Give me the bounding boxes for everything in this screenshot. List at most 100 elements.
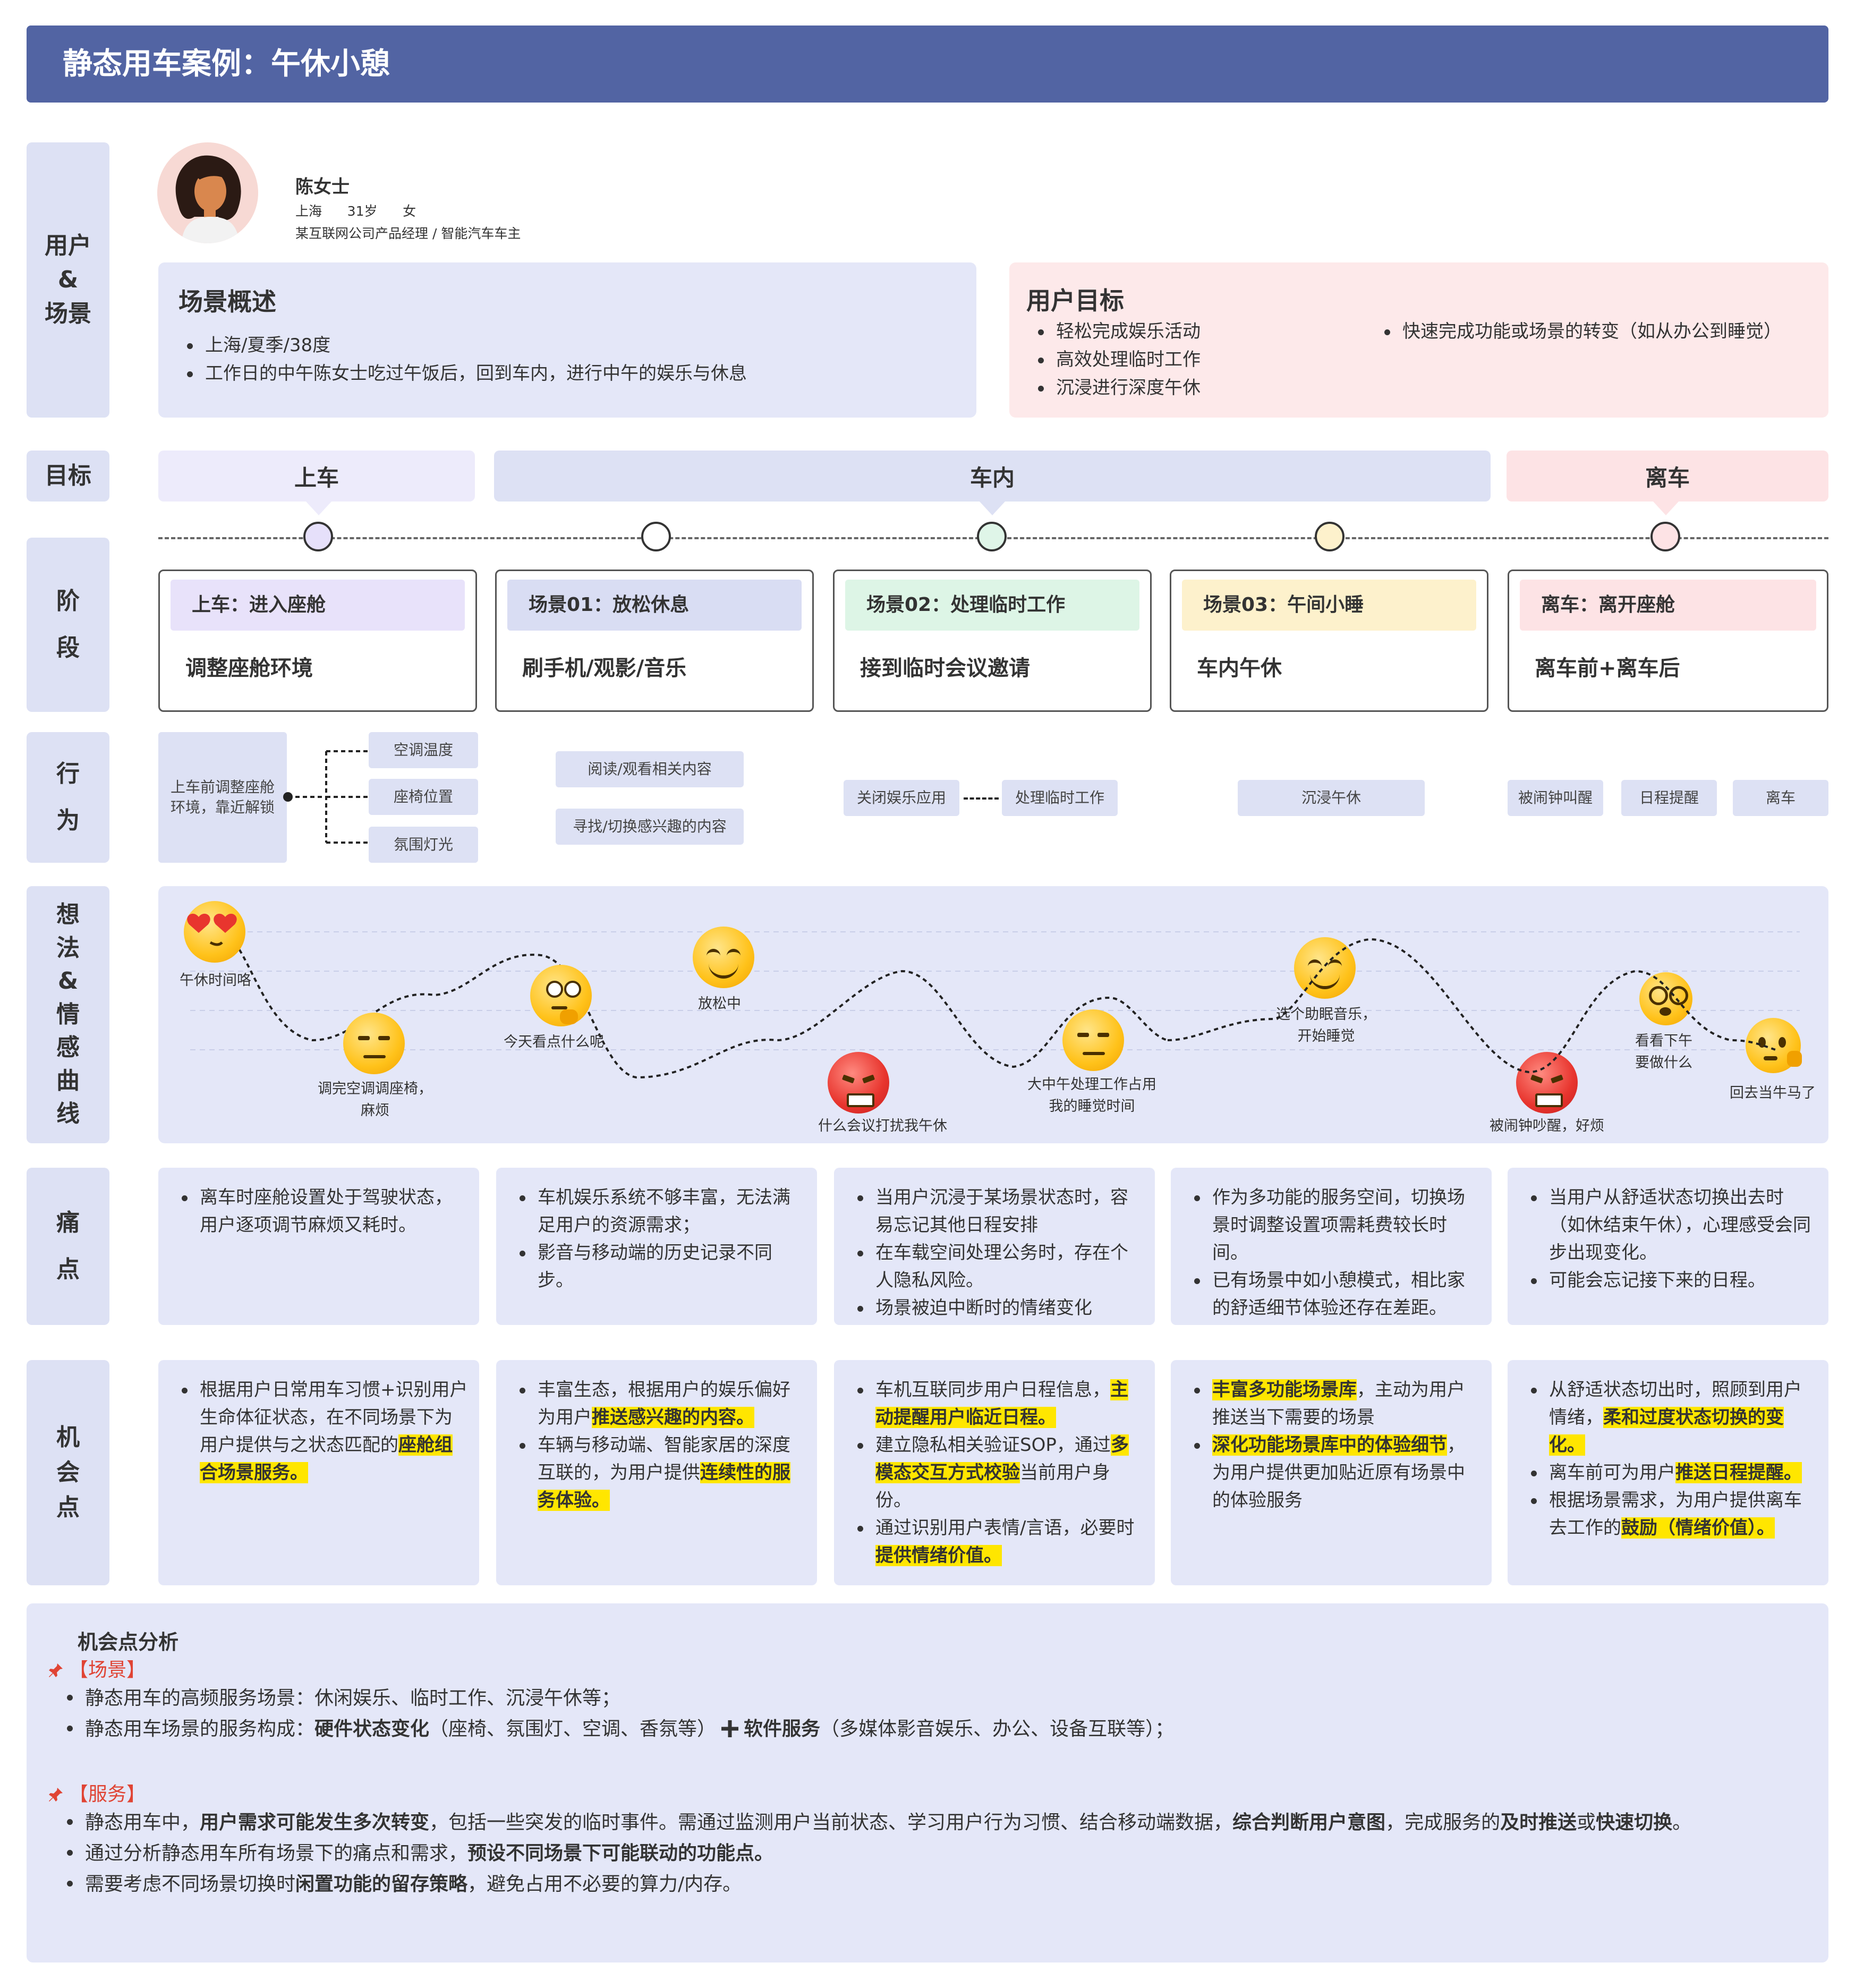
pain-item: 影音与移动端的历史记录不同步。 [520, 1239, 806, 1294]
emotion-curve-path [216, 928, 1168, 1079]
opportunity-item: 根据场景需求，为用户提供离车去工作的鼓励（情绪价值）。 [1531, 1486, 1818, 1542]
opp-highlight: 提供情绪价值。 [875, 1545, 1002, 1566]
opp-text: 车机互联同步用户日程信息， [875, 1379, 1110, 1400]
user-goal-item: 高效处理临时工作 [1038, 346, 1201, 374]
pain-list: 当用户从舒适状态切换出去时（如休结束午休），心理感受会同步出现变化。可能会忘记接… [1524, 1184, 1818, 1294]
opportunity-item: 车机互联同步用户日程信息，主动提醒用户临近日程。 [857, 1376, 1144, 1431]
analysis-bold: 闲置功能的留存策略 [295, 1873, 468, 1895]
row-label-emotion-text: 想 法 & 情 感 曲 线 [56, 901, 80, 1128]
page-title: 静态用车案例：午休小憩 [63, 47, 390, 81]
opportunity-list: 丰富生态，根据用户的娱乐偏好为用户推送感兴趣的内容。 车辆与移动端、智能家居的深… [512, 1376, 806, 1514]
row-label-pain-text: 痛 点 [56, 1209, 80, 1283]
behavior-text: 阅读/观看相关内容 [588, 760, 712, 778]
opportunity-list: 根据用户日常用车习惯+识别用户生命体征状态，在不同场景下为用户提供与之状态匹配的… [174, 1376, 469, 1486]
behavior-text: 关闭娱乐应用 [856, 789, 946, 807]
analysis-bold: 软件服务 [744, 1718, 821, 1740]
behavior-text: 上车前调整座舱环境，靠近解锁 [170, 778, 275, 816]
row-label-goal-text: 目标 [45, 462, 91, 490]
emoji-love-icon [184, 901, 245, 963]
opportunity-card: 根据用户日常用车习惯+识别用户生命体征状态，在不同场景下为用户提供与之状态匹配的… [158, 1360, 479, 1585]
opportunity-card: 丰富多功能场景库，主动为用户推送当下需要的场景 深化功能场景库中的体验细节，为用… [1171, 1360, 1492, 1585]
stage-header: 场景01：放松休息 [507, 580, 802, 631]
emotion-curve-right-icon [1167, 938, 1779, 1074]
emotion-curve-chart [190, 928, 1800, 1079]
opp-highlight: 推送日程提醒。 [1675, 1462, 1802, 1483]
stage-card-scene01: 场景01：放松休息 刷手机/观影/音乐 [495, 570, 814, 712]
behavior-tag: 被闹钟叫醒 [1508, 780, 1603, 816]
opportunity-item: 丰富多功能场景库，主动为用户推送当下需要的场景 [1194, 1376, 1481, 1431]
pain-list: 离车时座舱设置处于驾驶状态，用户逐项调节麻烦又耗时。 [174, 1184, 469, 1239]
emoji-thinking-icon [530, 965, 592, 1026]
behavior-tag: 寻找/切换感兴趣的内容 [556, 809, 744, 845]
analysis-item: 静态用车的高频服务场景：休闲娱乐、临时工作、沉浸午休等； [66, 1683, 1174, 1714]
analysis-text: 。 [1672, 1812, 1692, 1833]
row-label-stage: 阶 段 [27, 538, 109, 712]
analysis-scene-list: 静态用车的高频服务场景：休闲娱乐、临时工作、沉浸午休等； 静态用车场景的服务构成… [59, 1683, 1174, 1745]
opportunity-list: 从舒适状态切出时，照顾到用户情绪，柔和过度状态切换的变化。 离车前可为用户推送日… [1524, 1376, 1818, 1542]
stage-header: 离车：离开座舱 [1520, 580, 1816, 631]
behavior-connector-icon [283, 750, 369, 844]
opportunity-list: 车机互联同步用户日程信息，主动提醒用户临近日程。 建立隐私相关验证SOP，通过多… [850, 1376, 1144, 1569]
analysis-text: （座椅、氛围灯、空调、香氛等） [429, 1718, 717, 1740]
goal-in-car-label: 车内 [969, 464, 1015, 491]
behavior-text: 日程提醒 [1639, 789, 1699, 807]
pain-list: 车机娱乐系统不够丰富，无法满足用户的资源需求；影音与移动端的历史记录不同步。 [512, 1184, 806, 1294]
row-label-behavior: 行 为 [27, 732, 109, 863]
behavior-tag: 离车 [1733, 780, 1828, 816]
opp-text: 通过识别用户表情/言语，必要时 [875, 1517, 1135, 1539]
opp-highlight: 推送感兴趣的内容。 [592, 1407, 754, 1428]
emotion-label: 什么会议打扰我午休 [818, 1118, 947, 1134]
emotion-label: 回去当牛马了 [1730, 1085, 1816, 1101]
scene-item: 工作日的中午陈女士吃过午饭后，回到车内，进行中午的娱乐与休息 [187, 360, 747, 388]
page-header: 静态用车案例：午休小憩 [27, 26, 1828, 103]
analysis-bold: 及时推送 [1500, 1812, 1577, 1833]
analysis-bold: 综合判断用户意图 [1232, 1812, 1386, 1833]
opp-text: 当前用户身份。 [875, 1462, 1110, 1511]
goal-pointer [306, 502, 331, 515]
pain-card: 离车时座舱设置处于驾驶状态，用户逐项调节麻烦又耗时。 [158, 1168, 479, 1325]
analysis-scene-tag: 【场景】 [69, 1659, 146, 1681]
behavior-tag: 关闭娱乐应用 [844, 780, 959, 816]
goal-leaving: 离车 [1507, 451, 1828, 502]
opp-text: 建立隐私相关验证SOP，通过 [875, 1434, 1111, 1456]
user-goal-list-2: 快速完成功能或场景的转变（如从办公到睡觉） [1377, 318, 1782, 346]
opportunity-item: 离车前可为用户推送日程提醒。 [1531, 1459, 1818, 1486]
goal-boarding: 上车 [158, 451, 475, 502]
user-goal-item: 快速完成功能或场景的转变（如从办公到睡觉） [1384, 318, 1782, 346]
opportunity-item: 车辆与移动端、智能家居的深度互联的，为用户提供连续性的服务体验。 [520, 1431, 806, 1514]
analysis-scene-heading: 【场景】 [48, 1654, 146, 1682]
pain-list: 当用户沉浸于某场景状态时，容易忘记其他日程安排在车载空间处理公务时，存在个人隐私… [850, 1184, 1144, 1322]
row-label-emotion: 想 法 & 情 感 曲 线 [27, 886, 109, 1143]
behavior-tag: 座椅位置 [369, 779, 478, 815]
stage-body: 刷手机/观影/音乐 [522, 656, 687, 681]
emotion-label: 看看下午 要做什么 [1635, 1033, 1692, 1071]
analysis-service-heading: 【服务】 [48, 1779, 146, 1806]
behavior-text: 氛围灯光 [393, 836, 453, 854]
analysis-item: 需要考虑不同场景切换时闲置功能的留存策略，避免占用不必要的算力/内存。 [67, 1869, 1822, 1900]
pain-card: 当用户从舒适状态切换出去时（如休结束午休），心理感受会同步出现变化。可能会忘记接… [1508, 1168, 1828, 1325]
pain-item: 作为多功能的服务空间，切换场景时调整设置项需耗费较长时间。 [1194, 1184, 1481, 1267]
behavior-tag: 日程提醒 [1621, 780, 1717, 816]
behavior-text: 寻找/切换感兴趣的内容 [573, 818, 727, 836]
user-goal-panel: 用户目标 轻松完成娱乐活动 高效处理临时工作 沉浸进行深度午休 快速完成功能或场… [1009, 262, 1828, 418]
emoji-sweat-icon [1746, 1018, 1802, 1073]
persona-name: 陈女士 [295, 176, 350, 198]
pain-list: 作为多功能的服务空间，切换场景时调整设置项需耗费较长时间。已有场景中如小憩模式，… [1187, 1184, 1481, 1322]
persona-details: 上海 31岁 女 [295, 203, 416, 219]
scene-overview-panel: 场景概述 上海/夏季/38度 工作日的中午陈女士吃过午饭后，回到车内，进行中午的… [158, 262, 976, 418]
opp-text: 离车前可为用户 [1549, 1462, 1675, 1483]
row-label-pain: 痛 点 [27, 1168, 109, 1325]
emotion-label: 今天看点什么呢 [504, 1034, 604, 1050]
emotion-curve-path-right [1167, 938, 1779, 1074]
goal-boarding-label: 上车 [294, 464, 339, 491]
analysis-bold: 用户需求可能发生多次转变 [200, 1812, 430, 1833]
analysis-item: 静态用车中，用户需求可能发生多次转变，包括一些突发的临时事件。需通过监测用户当前… [67, 1807, 1822, 1838]
opportunity-card: 车机互联同步用户日程信息，主动提醒用户临近日程。 建立隐私相关验证SOP，通过多… [834, 1360, 1155, 1585]
behavior-text: 座椅位置 [393, 788, 453, 806]
stage-body: 接到临时会议邀请 [860, 656, 1030, 681]
scene-item: 上海/夏季/38度 [187, 332, 747, 360]
emotion-label: 午休时间咯 [180, 972, 251, 989]
user-goal-list-1: 轻松完成娱乐活动 高效处理临时工作 沉浸进行深度午休 [1031, 318, 1201, 402]
opportunity-card: 丰富生态，根据用户的娱乐偏好为用户推送感兴趣的内容。 车辆与移动端、智能家居的深… [496, 1360, 817, 1585]
emoji-angry-icon [828, 1052, 889, 1114]
